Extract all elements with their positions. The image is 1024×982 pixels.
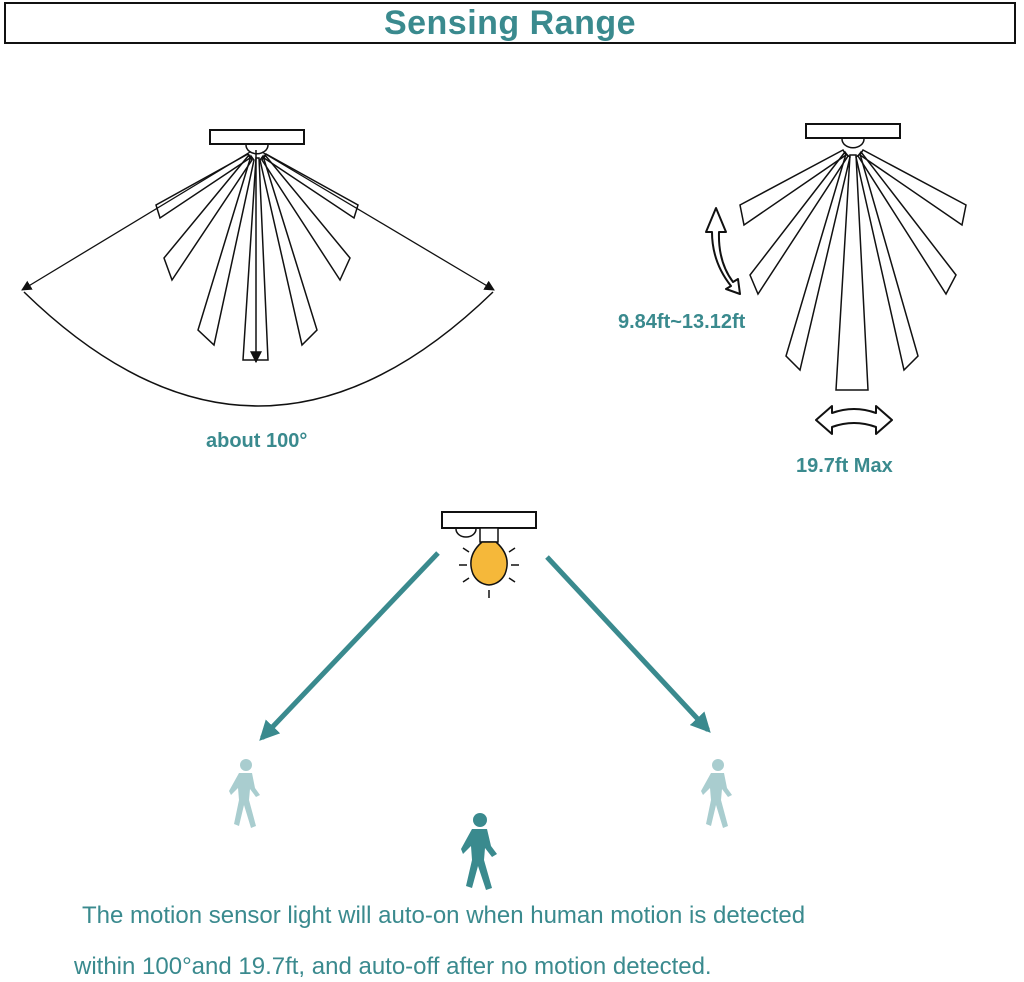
distance-max-label: 19.7ft Max bbox=[796, 455, 893, 477]
person-icon bbox=[701, 759, 732, 828]
sensor-light-icon bbox=[805, 123, 901, 139]
light-bulb-icon bbox=[459, 541, 519, 598]
sensor-fan-side-view bbox=[705, 123, 967, 435]
right-radius bbox=[261, 151, 495, 291]
height-range-label: 9.84ft~13.12ft bbox=[618, 311, 746, 333]
sensor-dome bbox=[455, 528, 477, 538]
person-icon bbox=[461, 813, 497, 890]
page-title: Sensing Range bbox=[383, 4, 637, 42]
angle-label: about 100° bbox=[206, 430, 308, 452]
left-radius bbox=[21, 151, 251, 291]
caption-line-2: within 100°and 19.7ft, and auto-off afte… bbox=[74, 953, 712, 980]
distance-double-arrow bbox=[815, 405, 893, 435]
beam-1 bbox=[155, 152, 251, 220]
beam-3 bbox=[197, 154, 255, 347]
sensor-fan-top-view bbox=[21, 129, 495, 407]
beam-6 bbox=[857, 150, 957, 296]
beam-5 bbox=[259, 154, 318, 347]
caption-line-1: The motion sensor light will auto-on whe… bbox=[82, 902, 806, 929]
sensor-dome bbox=[841, 138, 865, 149]
bulb-socket bbox=[479, 527, 499, 543]
angle-arc bbox=[23, 291, 494, 407]
person-icon bbox=[229, 759, 260, 828]
beam-2 bbox=[163, 153, 253, 282]
beam-3 bbox=[785, 152, 851, 372]
beam-7 bbox=[858, 149, 967, 227]
beam-1 bbox=[739, 149, 848, 227]
title-box: Sensing Range bbox=[4, 2, 1016, 44]
beam-4 bbox=[835, 154, 869, 391]
height-double-arrow bbox=[705, 207, 741, 295]
ceiling-light-scene bbox=[259, 511, 711, 741]
beam-7 bbox=[263, 152, 359, 220]
sensor-light-icon bbox=[209, 129, 305, 145]
arrow-icon bbox=[259, 551, 440, 741]
arrow-icon bbox=[545, 555, 711, 733]
beam-4 bbox=[242, 157, 269, 361]
beam-6 bbox=[261, 153, 351, 282]
sensor-light-icon bbox=[441, 511, 537, 529]
